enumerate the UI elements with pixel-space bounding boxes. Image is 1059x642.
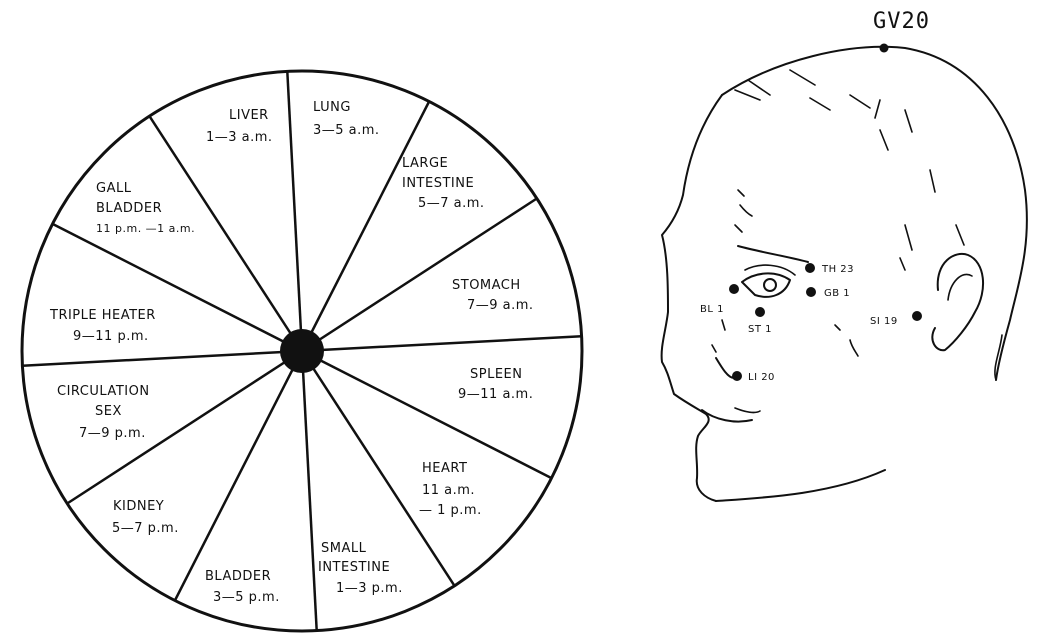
segment-time-label: 1—3 p.m.	[336, 581, 403, 596]
clock-spoke	[301, 335, 582, 353]
segment-time-label: 5—7 p.m.	[112, 521, 179, 536]
point-label-st1: ST 1	[748, 324, 772, 335]
segment-organ-label: SEX	[95, 404, 122, 419]
segment-organ-label: BLADDER	[205, 569, 271, 584]
segment-stomach: STOMACH 7—9 a.m.	[452, 278, 534, 313]
eye-iris	[763, 278, 777, 292]
point-label-li20: LI 20	[748, 372, 775, 383]
point-label-th23: TH 23	[821, 264, 854, 275]
point-si19	[912, 311, 922, 321]
point-li20	[732, 371, 742, 381]
segment-organ-label: INTESTINE	[318, 560, 390, 575]
point-label-gv20: GV20	[873, 9, 930, 34]
segment-bladder: BLADDER 3—5 p.m.	[205, 569, 280, 605]
segment-time-label: 11 p.m. —1 a.m.	[96, 222, 195, 235]
segment-organ-label: SMALL	[321, 541, 367, 556]
face-profile	[660, 94, 723, 502]
segment-organ-label: STOMACH	[452, 278, 521, 293]
segment-circulation-sex: CIRCULATION SEX 7—9 p.m.	[57, 384, 150, 441]
clock-spoke	[300, 100, 431, 352]
segment-organ-label: GALL	[96, 181, 132, 196]
point-gb1	[806, 287, 816, 297]
segment-spleen: SPLEEN 9—11 a.m.	[458, 367, 533, 402]
segment-organ-label: LUNG	[313, 100, 351, 115]
point-label-si19: SI 19	[870, 316, 898, 327]
segment-organ-label: HEART	[422, 461, 467, 476]
segment-lung: LUNG 3—5 a.m.	[313, 100, 380, 138]
segment-time-label: 5—7 a.m.	[418, 196, 485, 211]
segment-organ-label: LIVER	[229, 108, 269, 123]
clock-spoke	[51, 222, 303, 353]
head-outline	[721, 45, 1028, 381]
head-profile: GV20 TH 23 GB 1 BL 1 ST 1 LI 20 SI 19	[660, 9, 1028, 502]
clock-center-hub	[280, 329, 324, 373]
ear-inner	[947, 273, 973, 301]
jaw-line	[715, 469, 886, 502]
neck-line	[994, 334, 1003, 381]
clock-spoke	[148, 115, 304, 352]
segment-organ-label: TRIPLE HEATER	[49, 308, 156, 323]
clock-spoke	[173, 350, 304, 602]
point-label-gb1: GB 1	[824, 288, 850, 299]
clock-spoke	[286, 71, 304, 352]
point-st1	[755, 307, 765, 317]
clock-spokes	[22, 71, 582, 631]
clock-spoke	[300, 350, 456, 587]
clock-spoke	[66, 349, 303, 505]
segment-time-label: 11 a.m.	[422, 483, 475, 498]
segment-large-intestine: LARGE INTESTINE 5—7 a.m.	[402, 156, 485, 211]
segment-time-label: 7—9 a.m.	[467, 298, 534, 313]
segment-time-label: 3—5 p.m.	[213, 590, 280, 605]
segment-organ-label: CIRCULATION	[57, 384, 150, 399]
segment-liver: LIVER 1—3 a.m.	[206, 108, 273, 145]
segment-time-label: — 1 p.m.	[419, 503, 482, 518]
organ-clock: LUNG 3—5 a.m. LARGE INTESTINE 5—7 a.m. S…	[20, 69, 584, 633]
eyebrow	[737, 245, 809, 263]
nose-fold	[711, 319, 726, 353]
cheek-line	[834, 324, 859, 357]
segment-time-label: 7—9 p.m.	[79, 426, 146, 441]
mouth-corner	[734, 407, 761, 414]
clock-spoke	[301, 349, 553, 480]
segment-organ-label: BLADDER	[96, 201, 162, 216]
mouth	[701, 409, 753, 423]
segment-time-label: 3—5 a.m.	[313, 123, 380, 138]
brow-wrinkle	[734, 189, 753, 233]
segment-heart: HEART 11 a.m. — 1 p.m.	[419, 461, 482, 518]
segment-time-label: 1—3 a.m.	[206, 130, 273, 145]
segment-organ-label: LARGE	[402, 156, 448, 171]
point-gv20	[879, 43, 889, 53]
segment-organ-label: INTESTINE	[402, 176, 474, 191]
clock-spoke	[300, 350, 318, 631]
point-bl1	[729, 284, 739, 294]
hair-strokes	[734, 69, 965, 271]
segment-time-label: 9—11 a.m.	[458, 387, 533, 402]
eye	[741, 272, 791, 298]
segment-organ-label: SPLEEN	[470, 367, 523, 382]
segment-kidney: KIDNEY 5—7 p.m.	[112, 499, 179, 536]
segment-organ-label: KIDNEY	[113, 499, 164, 514]
segment-gall-bladder: GALL BLADDER 11 p.m. —1 a.m.	[96, 181, 195, 235]
segment-triple-heater: TRIPLE HEATER 9—11 p.m.	[49, 308, 156, 344]
point-label-bl1: BL 1	[700, 304, 724, 315]
segment-time-label: 9—11 p.m.	[73, 329, 149, 344]
clock-outer-circle	[20, 69, 584, 633]
clock-spoke	[301, 197, 538, 353]
point-th23	[805, 263, 815, 273]
segment-small-intestine: SMALL INTESTINE 1—3 p.m.	[318, 541, 403, 596]
eye-lid	[744, 264, 796, 276]
ear	[931, 252, 985, 352]
clock-spoke	[22, 349, 303, 367]
nose	[715, 357, 735, 379]
